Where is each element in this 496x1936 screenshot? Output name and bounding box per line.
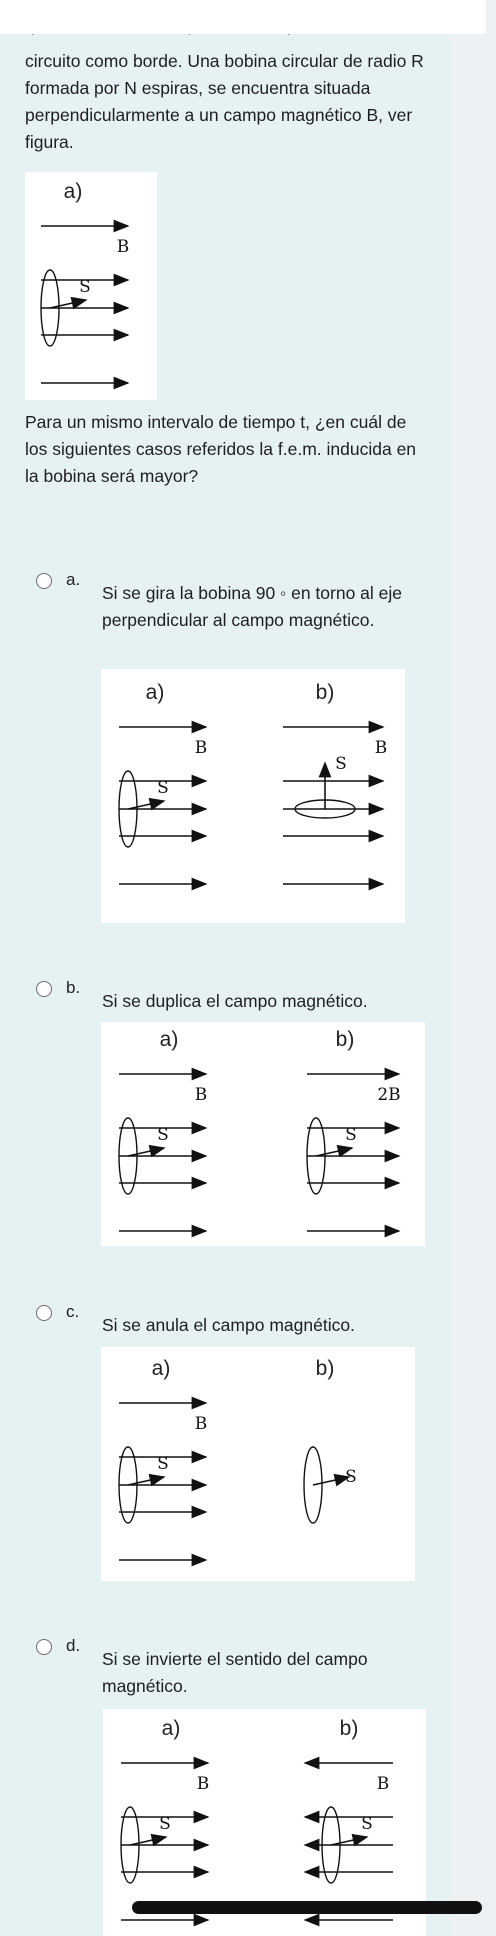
radio-option-a[interactable] — [36, 573, 52, 589]
radio-option-c[interactable] — [36, 1305, 52, 1321]
option-c-letter: c. — [66, 1302, 80, 1321]
question-panel: que atraviesa una superficie cualquiera … — [0, 0, 451, 1936]
option-c-diagram-b: b) S — [303, 1357, 357, 1524]
option-b-figure: a) B S b) 2B — [101, 1022, 425, 1246]
option-c-fig-a-surface: S — [157, 1454, 169, 1474]
option-a-fig-a-field: B — [195, 738, 208, 758]
coil-field-diagram: a) B S — [40, 180, 130, 390]
option-b-letter: b. — [66, 978, 81, 997]
option-b-diagram-a: a) B S — [118, 1028, 208, 1238]
option-a-fig-b-field: B — [375, 738, 388, 758]
home-indicator-bar[interactable] — [132, 1901, 482, 1914]
option-c-fig-a-label: a) — [152, 1357, 171, 1380]
option-a-diagram-b: b) B S — [283, 681, 388, 891]
option-d-fig-a-field: B — [197, 1774, 210, 1794]
option-c-fig-b-surface: S — [345, 1467, 357, 1487]
option-a-figure: a) B S b) B — [101, 669, 405, 923]
radio-option-d[interactable] — [36, 1639, 52, 1655]
option-b-fig-a-surface: S — [157, 1125, 169, 1145]
option-a-diagram-a: a) B S — [118, 681, 208, 891]
question-figure: a) B S — [25, 172, 157, 400]
radio-option-b[interactable] — [36, 981, 52, 997]
option-c-fig-b-label: b) — [316, 1357, 335, 1380]
option-d-text: Si se invierte el sentido del campo magn… — [102, 1649, 368, 1696]
option-d-fig-b-field: B — [377, 1774, 390, 1794]
option-b-text: Si se duplica el campo magnético. — [102, 991, 368, 1011]
option-c-diagram-a: a) B S — [118, 1357, 208, 1567]
option-b-fig-b-surface: S — [345, 1125, 357, 1145]
option-a-fig-b-label: b) — [316, 681, 335, 704]
option-a-letter: a. — [66, 570, 81, 589]
option-c-fig-a-field: B — [195, 1414, 208, 1434]
option-c-text: Si se anula el campo magnético. — [102, 1315, 355, 1335]
option-a-fig-a-label: a) — [146, 681, 165, 704]
field-label: B — [117, 237, 130, 257]
option-d-fig-b-label: b) — [340, 1717, 359, 1740]
question-intro: circuito como borde. Una bobina circular… — [25, 51, 424, 152]
option-b-fig-a-label: a) — [160, 1028, 179, 1051]
option-d-fig-a-surface: S — [159, 1814, 171, 1834]
top-header-bar — [0, 0, 486, 34]
option-b-fig-b-field: 2B — [377, 1085, 400, 1105]
option-d-fig-a-label: a) — [162, 1717, 181, 1740]
option-d-letter: d. — [66, 1636, 81, 1655]
option-d-figure: a) B S b) B — [103, 1709, 426, 1936]
option-a-fig-b-surface: S — [335, 754, 347, 774]
option-b-fig-a-field: B — [195, 1085, 208, 1105]
figure-label: a) — [64, 180, 83, 203]
option-b-diagram-b: b) 2B S — [306, 1028, 401, 1238]
surface-label: S — [79, 277, 91, 297]
page-margin — [451, 0, 496, 1936]
question-prompt: Para un mismo intervalo de tiempo t, ¿en… — [25, 412, 417, 486]
option-a-text: Si se gira la bobina 90 ◦ en torno al ej… — [102, 583, 403, 630]
option-a-fig-a-surface: S — [157, 778, 169, 798]
option-d-diagram-a: a) B S — [120, 1717, 210, 1927]
option-d-diagram-b: b) B S — [303, 1717, 393, 1927]
option-d-fig-b-surface: S — [361, 1814, 373, 1834]
option-b-fig-b-label: b) — [336, 1028, 355, 1051]
option-c-figure: a) B S b) S — [101, 1347, 415, 1581]
